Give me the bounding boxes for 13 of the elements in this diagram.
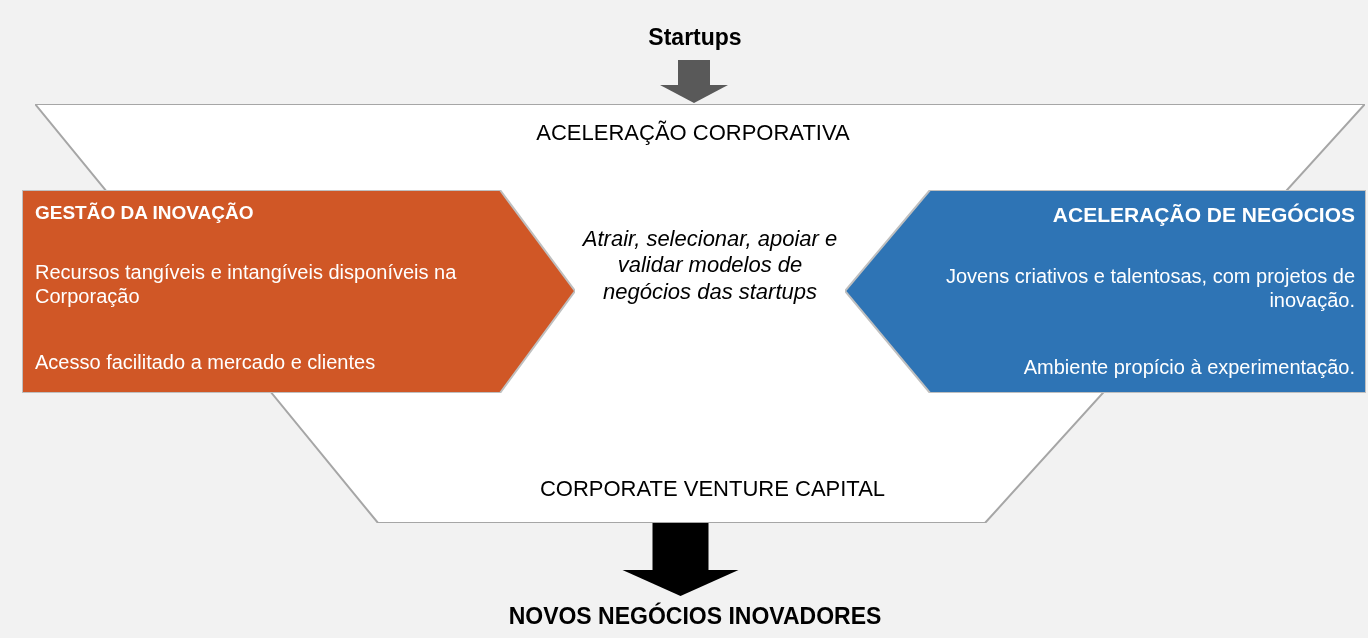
description-text: Atrair, selecionar, apoiar e validar modelos de negócios das startups xyxy=(581,226,839,306)
section-heading: CORPORATE VENTURE CAPITAL xyxy=(538,476,887,503)
body-text: Jovens criativos e talentosas, com projetos de inovação. xyxy=(944,264,1355,312)
title-text: NOVOS NEGÓCIOS INOVADORES xyxy=(460,596,930,636)
section-heading: ACELERAÇÃO DE NEGÓCIOS xyxy=(1051,202,1355,228)
body-text: Ambiente propício à experimentação. xyxy=(1022,355,1355,379)
title-text: Startups xyxy=(600,14,790,60)
block-arrow xyxy=(622,523,739,596)
block-arrow xyxy=(660,60,728,103)
section-heading: GESTÃO DA INOVAÇÃO xyxy=(35,202,255,225)
section-heading: ACELERAÇÃO CORPORATIVA xyxy=(535,120,851,147)
body-text: Recursos tangíveis e intangíveis disponíveis na Corporação xyxy=(35,260,458,308)
body-text: Acesso facilitado a mercado e clientes xyxy=(35,350,377,374)
